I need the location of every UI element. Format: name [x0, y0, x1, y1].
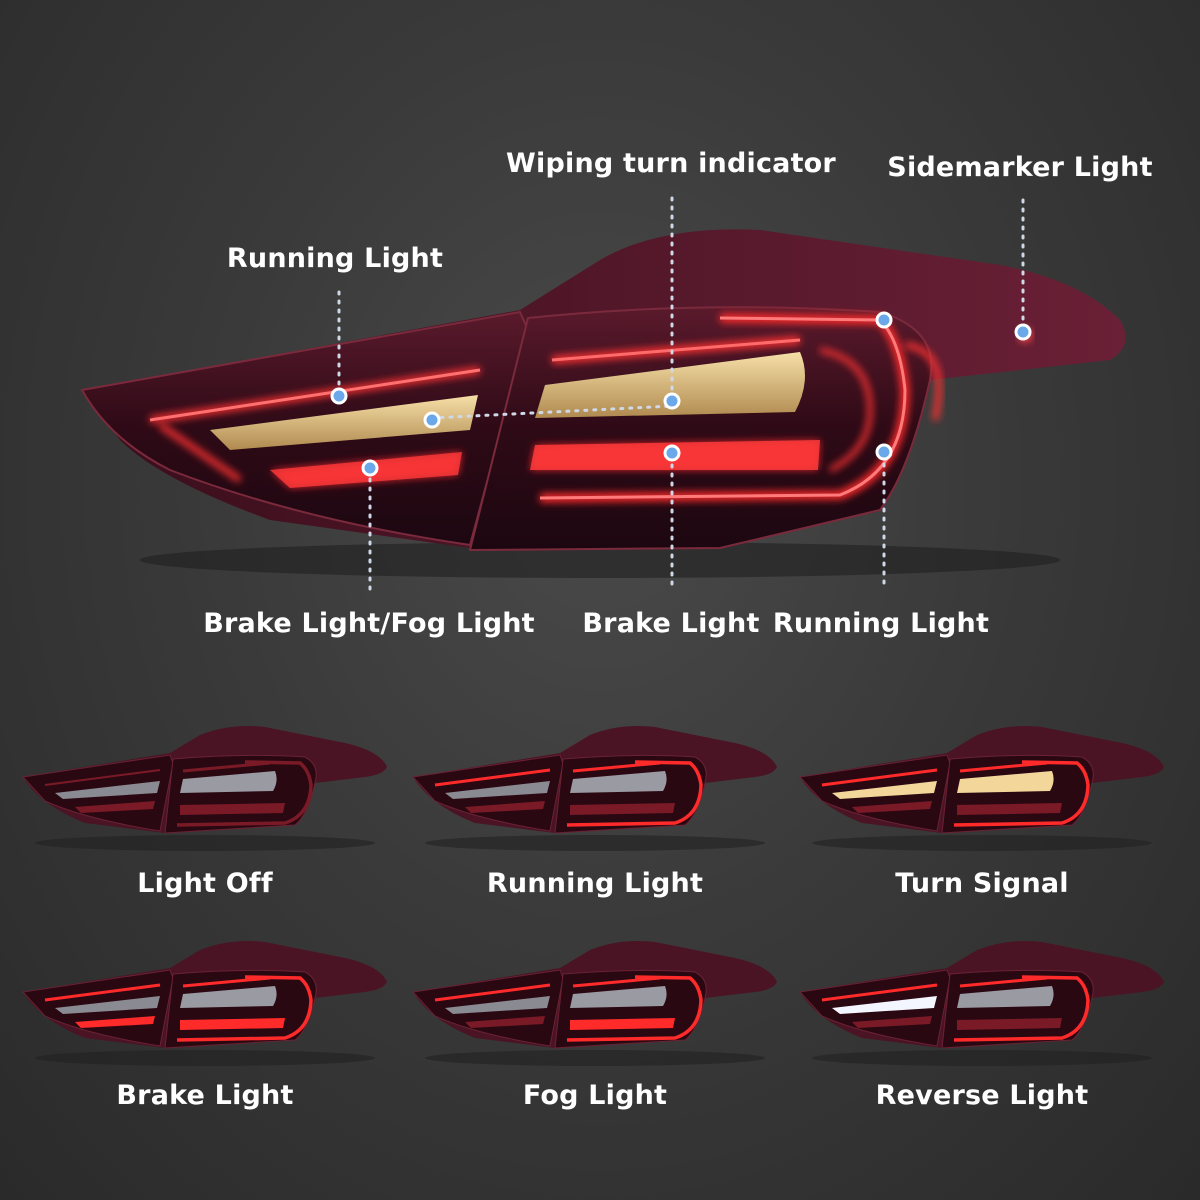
mode-label-off: Light Off	[137, 868, 273, 899]
thumb-off	[21, 726, 387, 851]
thumb-fog	[411, 941, 777, 1066]
callout-running-light-bottom: Running Light	[772, 608, 990, 639]
thumb-brake	[21, 941, 387, 1066]
callout-dot-turn-inner	[663, 392, 681, 410]
inner-lamp-housing	[468, 306, 933, 552]
main-tail-light-illustration	[80, 196, 1126, 592]
mode-label-brake: Brake Light	[116, 1080, 294, 1111]
mode-label-reverse: Reverse Light	[875, 1080, 1089, 1111]
mode-label-running: Running Light	[486, 868, 704, 899]
callout-dot-brake-fog	[361, 459, 379, 477]
inner-amber-led-strip	[535, 352, 805, 418]
callout-dot-sidemarker	[1014, 323, 1032, 341]
callout-wiping-turn-indicator: Wiping turn indicator	[506, 148, 836, 179]
callout-brake-light: Brake Light	[582, 608, 760, 639]
thumb-reverse	[798, 941, 1164, 1066]
callout-dot-running-top	[330, 387, 348, 405]
callout-dot-running-upper	[875, 311, 893, 329]
mode-label-fog: Fog Light	[522, 1080, 668, 1111]
thumb-turn	[798, 726, 1164, 851]
callout-dot-brake	[663, 444, 681, 462]
callout-dot-running-bottom	[875, 443, 893, 461]
callout-brake-fog-light: Brake Light/Fog Light	[203, 608, 535, 639]
outer-amber-led-strip	[210, 395, 478, 450]
thumb-running	[411, 726, 777, 851]
callout-sidemarker-light: Sidemarker Light	[887, 152, 1153, 183]
callout-dot-turn-outer	[423, 411, 441, 429]
mode-label-turn: Turn Signal	[895, 868, 1069, 899]
callout-running-light-top: Running Light	[226, 243, 444, 274]
